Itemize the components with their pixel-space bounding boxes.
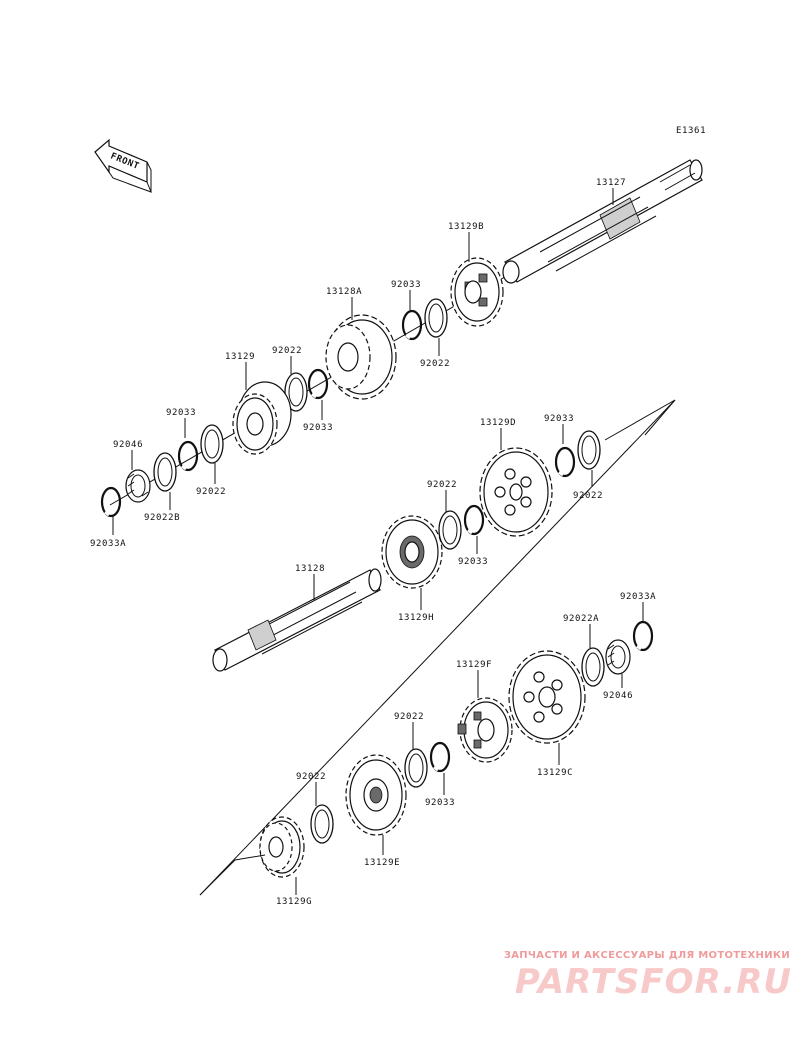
- circlip-92033a-lower: [632, 620, 654, 652]
- gear-13129f: [457, 697, 513, 763]
- label-13129h: 13129H: [398, 613, 434, 623]
- input-shaft: [212, 568, 382, 672]
- label-13128: 13128: [295, 564, 325, 574]
- upper-axis-arrow: [604, 399, 676, 441]
- washer-92022-upper-a: [424, 298, 448, 338]
- label-92022-c: 92022: [196, 487, 226, 497]
- circlip-92033-upper-a: [401, 309, 423, 341]
- label-92033-a: 92033: [391, 280, 421, 290]
- leader-lines: [112, 188, 644, 895]
- label-92046-b: 92046: [603, 691, 633, 701]
- circlip-92033-lower: [429, 741, 451, 773]
- label-92022b: 92022B: [144, 513, 180, 523]
- washer-92022-mid-b: [577, 430, 601, 470]
- label-13127: 13127: [596, 178, 626, 188]
- gear-13129d: [479, 447, 553, 537]
- circlip-92033-mid-a: [463, 504, 485, 536]
- label-92022-f: 92022: [394, 712, 424, 722]
- label-13129d: 13129D: [480, 418, 516, 428]
- lower-axis-arrow: [199, 854, 266, 896]
- label-92022-d: 92022: [427, 480, 457, 490]
- label-92033-e: 92033: [458, 557, 488, 567]
- label-13128a: 13128A: [326, 287, 362, 297]
- label-92033-c: 92033: [166, 408, 196, 418]
- gear-13129h: [381, 515, 443, 589]
- label-13129g: 13129G: [276, 897, 312, 907]
- label-13129f: 13129F: [456, 660, 492, 670]
- label-92022-e: 92022: [573, 491, 603, 501]
- label-92033a-a: 92033A: [90, 539, 126, 549]
- gear-13129c: [508, 650, 586, 744]
- label-13129: 13129: [225, 352, 255, 362]
- circlip-92033a-upper: [100, 486, 122, 518]
- label-92033-d: 92033: [544, 414, 574, 424]
- needle-bearing-92046-lower: [605, 639, 631, 675]
- diagram-ref-code: E1361: [676, 126, 706, 136]
- watermark-logo: PARTSFOR.RU: [514, 962, 792, 1002]
- label-92046-a: 92046: [113, 440, 143, 450]
- label-13129c: 13129C: [537, 768, 573, 778]
- label-92022a: 92022A: [563, 614, 599, 624]
- circlip-92033-mid-b: [554, 446, 576, 478]
- label-13129b: 13129B: [448, 222, 484, 232]
- gear-13129b: [450, 257, 504, 327]
- label-92022-b: 92022: [272, 346, 302, 356]
- washer-92022b: [153, 452, 177, 492]
- label-92033-f: 92033: [425, 798, 455, 808]
- washer-92022-mid-a: [438, 510, 462, 550]
- label-92022-g: 92022: [296, 772, 326, 782]
- washer-92022-lower-a: [404, 748, 428, 788]
- gear-13129e: [345, 754, 407, 836]
- washer-92022-lower-b: [310, 804, 334, 844]
- circlip-92033-upper-b: [307, 368, 329, 400]
- washer-92022a: [581, 647, 605, 687]
- output-shaft: [502, 159, 703, 284]
- label-13129e: 13129E: [364, 858, 400, 868]
- front-arrow-icon: [94, 138, 152, 193]
- gear-13129g: [259, 816, 305, 878]
- gear-13128a: [325, 314, 397, 400]
- lower-axis-line: [199, 399, 676, 896]
- washer-92022-upper-c: [200, 424, 224, 464]
- watermark-tagline: ЗАПЧАСТИ И АКСЕССУАРЫ ДЛЯ МОТОТЕХНИКИ: [503, 950, 790, 961]
- label-92033-b: 92033: [303, 423, 333, 433]
- label-92033a-b: 92033A: [620, 592, 656, 602]
- label-92022-a: 92022: [420, 359, 450, 369]
- gear-13129: [232, 381, 292, 455]
- needle-bearing-92046-upper: [125, 469, 151, 503]
